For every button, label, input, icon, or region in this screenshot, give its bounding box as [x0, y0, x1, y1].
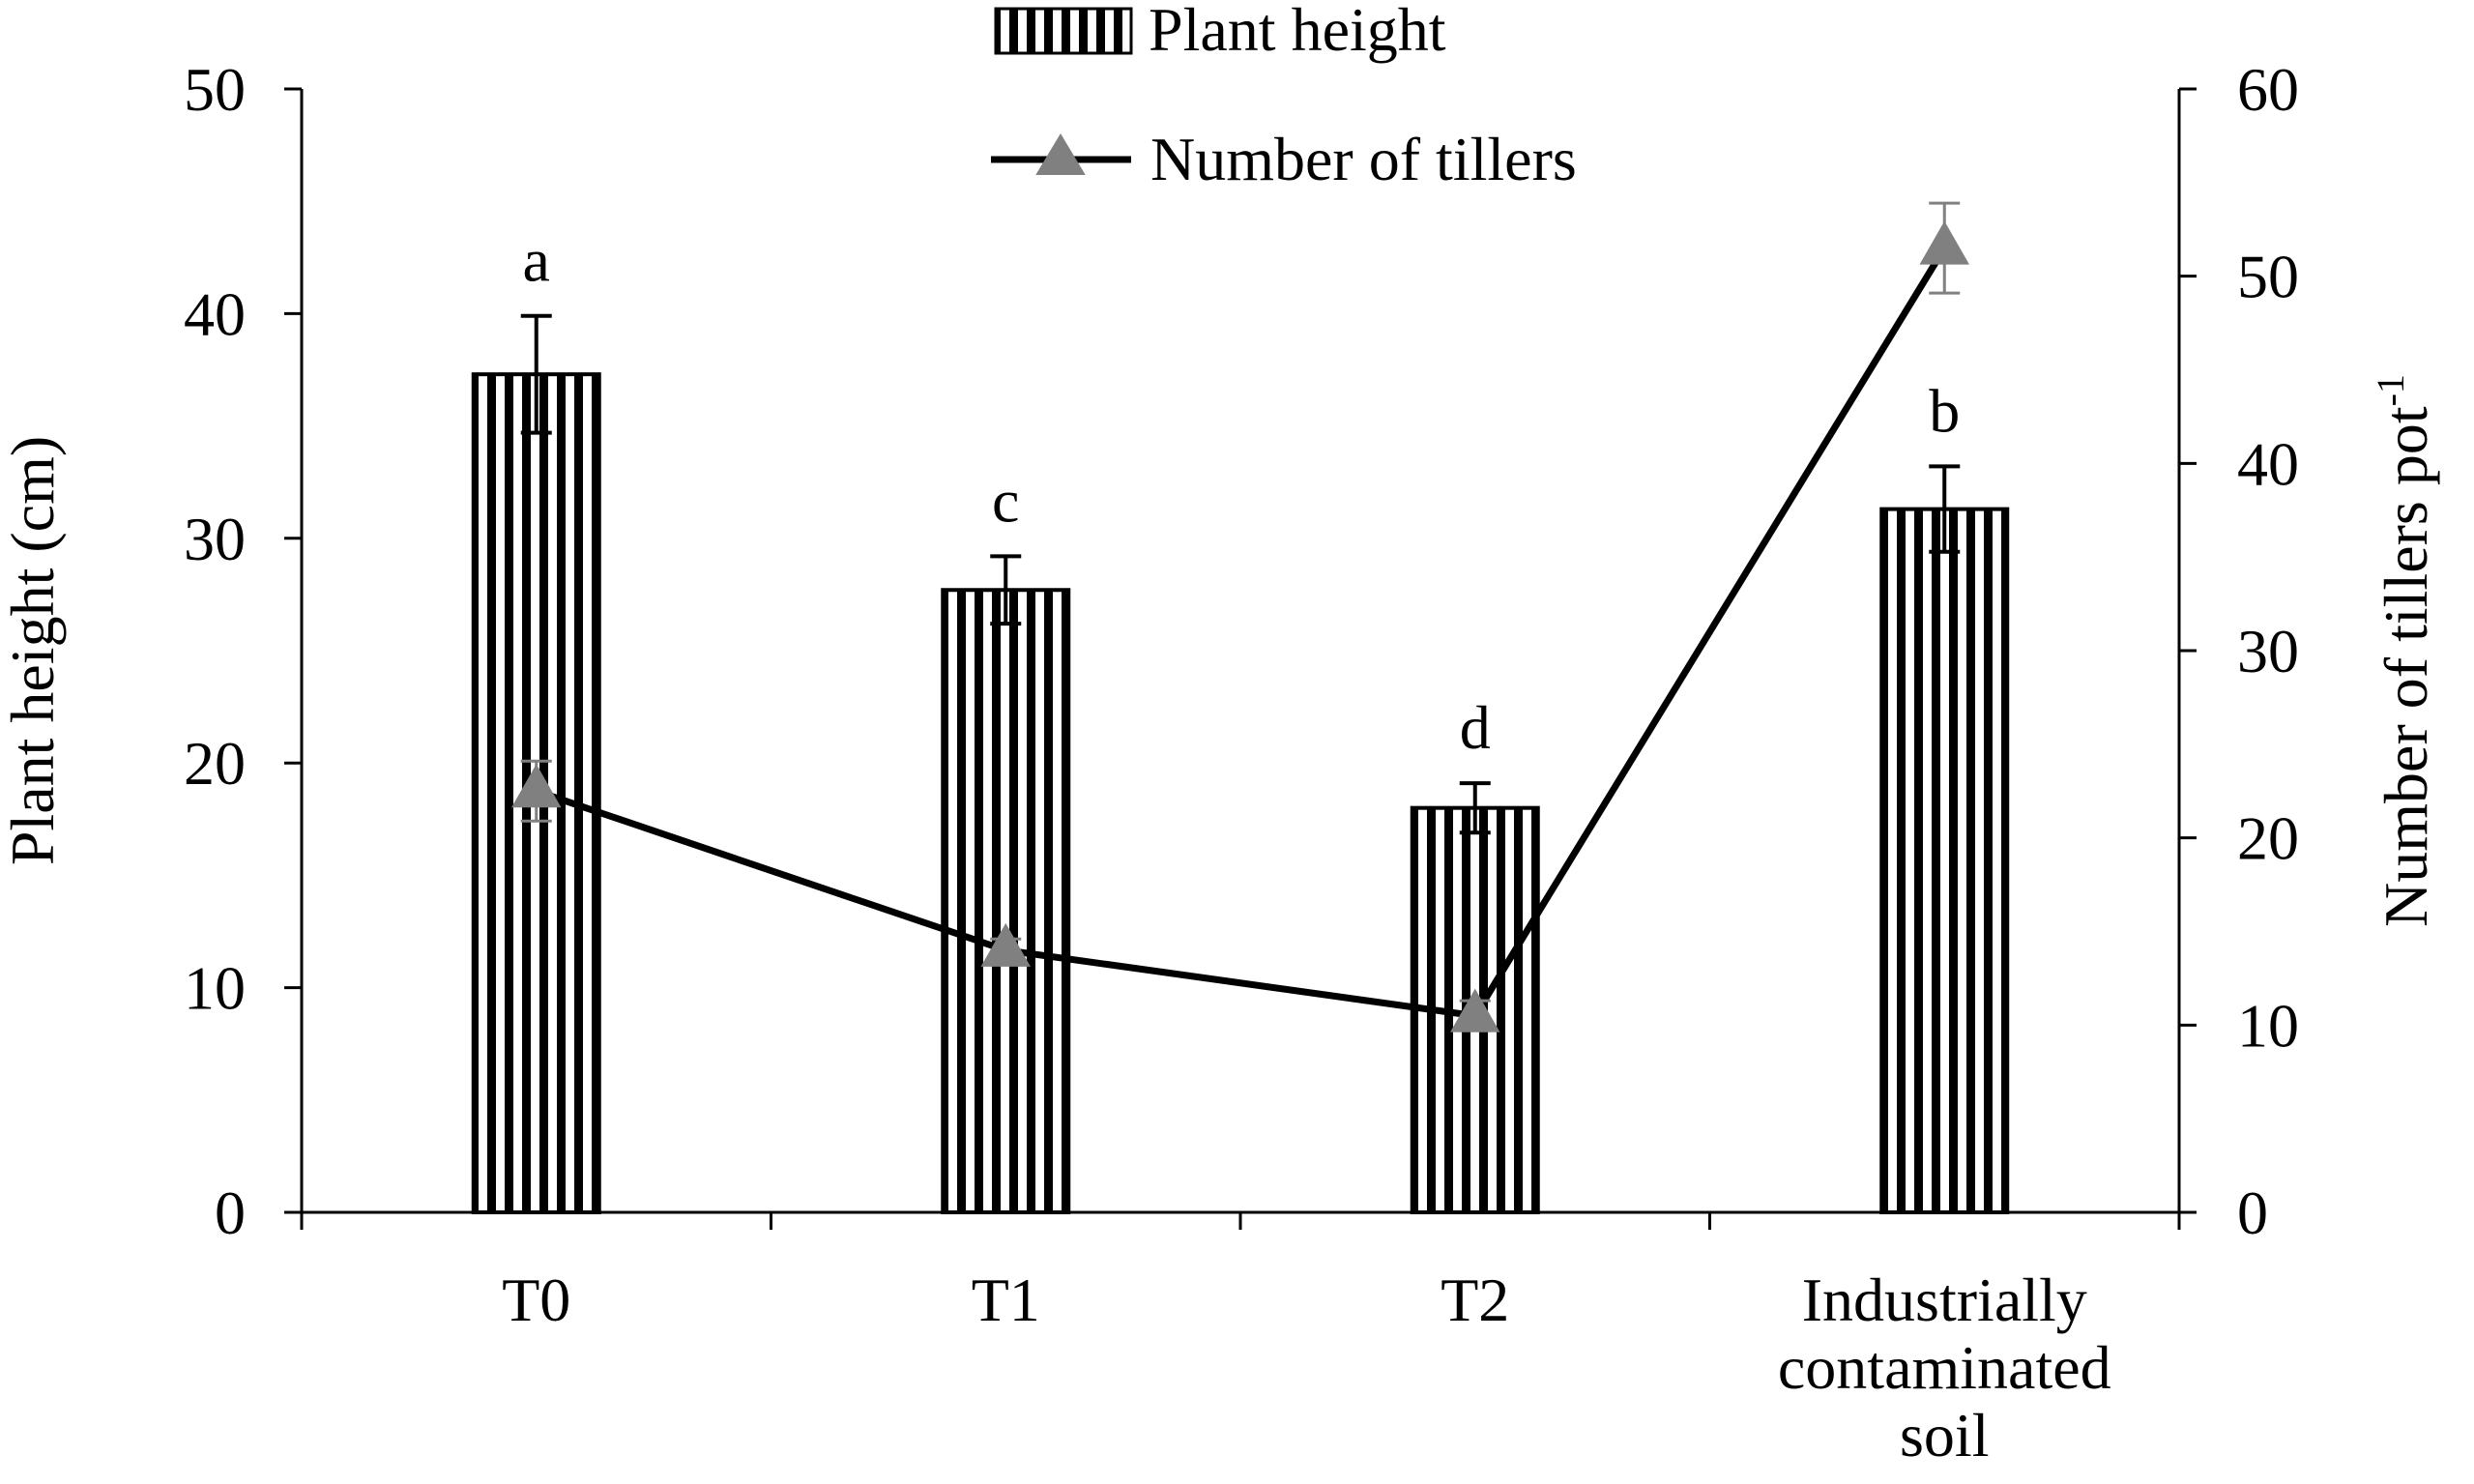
- line-series: [511, 201, 1969, 1033]
- y-tick-label: 30: [184, 505, 246, 573]
- left-axis-ticks: 0 10 20 30 40 50: [184, 55, 302, 1247]
- bar-error-bars: [520, 313, 1961, 835]
- significance-label: d: [1460, 693, 1491, 762]
- y-right-tick-label: 0: [2237, 1178, 2268, 1247]
- y-tick-label: 0: [215, 1178, 246, 1247]
- y-tick-label: 40: [184, 279, 246, 348]
- significance-label: b: [1929, 376, 1960, 445]
- y-axis-right-title: Number of tillers pot-1: [2369, 374, 2440, 927]
- category-label-line: T0: [502, 1266, 570, 1334]
- category-label: T0: [502, 1266, 570, 1334]
- y-right-tick-label: 60: [2237, 55, 2299, 124]
- y-right-tick-label: 20: [2237, 804, 2299, 873]
- category-label-line: T2: [1441, 1266, 1509, 1334]
- legend-triangle-marker: [1035, 133, 1086, 175]
- y-axis-right-title-main: Number of tillers pot: [2372, 406, 2440, 927]
- significance-label: c: [992, 466, 1019, 535]
- right-axis-ticks: 0 10 20 30 40 50 60: [2179, 55, 2299, 1247]
- y-right-tick-label: 40: [2237, 429, 2299, 498]
- legend-bar-swatch: [994, 7, 1133, 55]
- tillers-marker: [1450, 988, 1500, 1033]
- significance-label: a: [523, 226, 550, 295]
- x-axis-ticks: [300, 1212, 2181, 1230]
- y-axis-right-title-superscript: -1: [2369, 374, 2412, 406]
- legend-line-label: Number of tillers: [1150, 125, 1577, 193]
- tillers-marker: [511, 764, 562, 808]
- significance-labels: a c d b: [523, 226, 1961, 762]
- category-label: T2: [1441, 1266, 1509, 1334]
- category-label-line: Industrially: [1802, 1266, 2087, 1334]
- legend: Plant height Number of tillers: [991, 0, 1577, 193]
- tillers-line: [535, 246, 1948, 1020]
- category-label: T1: [972, 1266, 1040, 1334]
- y-right-tick-label: 30: [2237, 617, 2299, 685]
- category-label-line: soil: [1900, 1401, 1989, 1469]
- tillers-marker: [1919, 220, 1969, 265]
- tillers-marker: [980, 922, 1031, 967]
- y-right-tick-label: 50: [2237, 243, 2299, 311]
- bar: [941, 588, 1071, 1214]
- category-label-line: contaminated: [1778, 1333, 2111, 1402]
- legend-bar-label: Plant height: [1149, 0, 1446, 64]
- y-axis-title: Plant height (cm): [0, 436, 67, 865]
- category-label-line: T1: [972, 1266, 1040, 1334]
- y-tick-label: 50: [184, 55, 246, 124]
- bar-series: [471, 372, 2010, 1214]
- y-tick-label: 20: [184, 729, 246, 798]
- bar: [1879, 507, 2010, 1214]
- y-right-tick-label: 10: [2237, 991, 2299, 1060]
- y-tick-label: 10: [184, 954, 246, 1023]
